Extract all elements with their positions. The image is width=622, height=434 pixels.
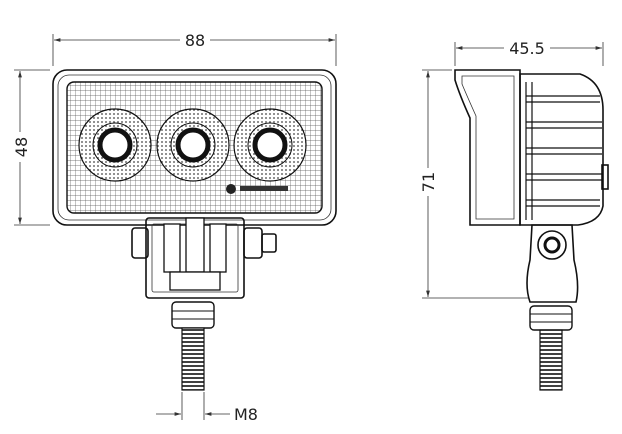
front-bolt — [171, 301, 215, 391]
side-view — [454, 69, 609, 391]
side-housing — [454, 69, 521, 226]
heatsink-fins — [525, 82, 602, 220]
led-left — [78, 108, 152, 182]
front-mounting-bracket — [131, 217, 277, 299]
brand-logo-mark — [226, 184, 288, 194]
dimension-side-depth-label: 45.5 — [509, 39, 545, 58]
led-center — [156, 108, 230, 182]
dimension-thread-label: M8 — [234, 405, 258, 424]
dimension-thread: M8 — [156, 392, 258, 424]
front-view — [52, 69, 337, 391]
dimension-side-depth: 45.5 — [454, 39, 604, 66]
side-bolt — [529, 305, 573, 391]
side-mounting-bracket — [526, 224, 579, 303]
side-heatsink — [519, 73, 604, 226]
dimension-front-width-label: 88 — [185, 31, 205, 50]
dimension-front-height: 48 — [11, 69, 50, 226]
dimension-side-height-label: 71 — [419, 172, 438, 192]
dimension-front-width: 88 — [52, 31, 337, 66]
led-right — [233, 108, 307, 182]
dimension-side-height: 71 — [419, 69, 528, 299]
dimension-front-height-label: 48 — [12, 137, 31, 157]
